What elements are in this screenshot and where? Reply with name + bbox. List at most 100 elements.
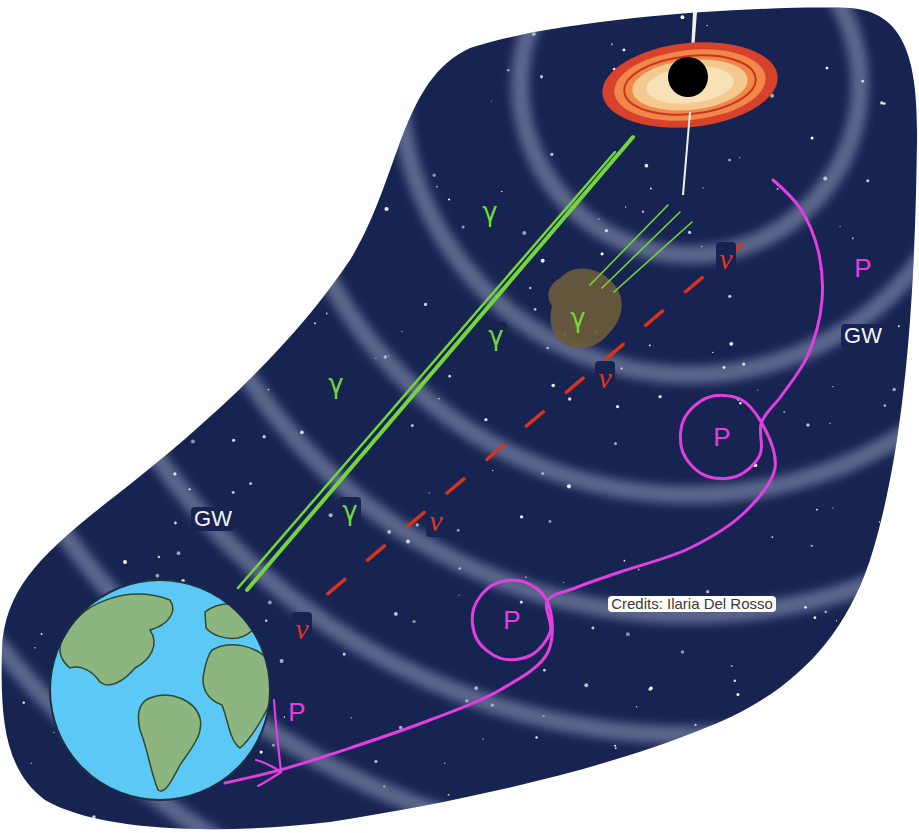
star: [826, 67, 829, 70]
star: [326, 313, 328, 315]
star: [734, 679, 737, 682]
continent: [205, 604, 259, 639]
star: [563, 582, 564, 583]
star: [739, 157, 740, 158]
star: [292, 96, 295, 99]
gamma-label: γ: [567, 304, 588, 333]
star: [896, 659, 899, 662]
star: [123, 560, 127, 564]
star: [38, 335, 40, 337]
star: [56, 270, 59, 273]
star: [53, 732, 54, 733]
star: [540, 75, 543, 78]
star: [280, 659, 284, 663]
star: [268, 601, 272, 605]
star: [4, 313, 6, 315]
star: [424, 62, 428, 66]
star: [14, 224, 16, 226]
star: [462, 226, 465, 229]
star: [80, 436, 83, 439]
neutrino-label: ν: [292, 612, 311, 645]
star: [132, 360, 135, 363]
gamma-label: γ: [485, 322, 506, 351]
star: [424, 303, 427, 306]
star: [204, 20, 208, 24]
star: [174, 522, 177, 525]
star: [158, 556, 161, 559]
star: [783, 411, 785, 413]
gamma-label: γ: [339, 497, 360, 526]
proton-shower: [256, 700, 281, 786]
star: [107, 450, 111, 454]
star: [622, 49, 625, 52]
star: [343, 653, 346, 656]
star: [101, 390, 104, 393]
gamma-ray: [238, 152, 615, 588]
star: [262, 435, 265, 438]
star: [601, 252, 604, 255]
star: [144, 264, 146, 266]
star: [405, 24, 409, 28]
star: [6, 462, 10, 466]
star: [484, 418, 487, 421]
star: [551, 384, 555, 388]
star: [205, 206, 208, 209]
star: [658, 395, 661, 398]
gamma-ray: [602, 212, 680, 288]
star: [729, 342, 733, 346]
star: [489, 3, 493, 7]
star: [549, 20, 551, 22]
star: [549, 520, 552, 523]
star: [491, 101, 492, 102]
star: [507, 69, 509, 71]
star: [525, 577, 526, 578]
star: [64, 112, 66, 114]
star: [706, 590, 709, 593]
star: [889, 784, 893, 788]
wave-front: [160, 0, 919, 615]
star: [88, 108, 90, 110]
star: [76, 309, 77, 310]
star: [520, 515, 523, 518]
proton-label: P: [500, 606, 523, 635]
star: [191, 440, 195, 444]
star: [706, 25, 708, 27]
star: [338, 252, 341, 255]
earth: [50, 580, 272, 800]
star: [204, 357, 206, 359]
star: [12, 35, 16, 39]
star: [712, 352, 713, 353]
continent: [138, 695, 200, 791]
star: [522, 231, 526, 235]
star: [535, 736, 537, 738]
credit-text: Credits: Ilaria Del Rosso: [608, 596, 776, 613]
star: [0, 394, 3, 397]
star: [159, 34, 162, 37]
star: [902, 538, 905, 541]
star: [429, 492, 430, 493]
star: [649, 345, 651, 347]
proton-track: [225, 180, 823, 783]
star: [177, 551, 181, 555]
star: [22, 185, 25, 188]
star: [186, 286, 189, 289]
star: [626, 632, 630, 636]
star: [529, 287, 532, 290]
star: [857, 656, 861, 660]
star: [777, 188, 779, 190]
star: [829, 422, 831, 424]
star: [757, 389, 758, 390]
star: [289, 226, 291, 228]
star: [832, 507, 833, 508]
star: [411, 424, 414, 427]
shower-line: [258, 772, 281, 786]
star: [702, 187, 704, 189]
star: [329, 513, 333, 517]
shower-line: [256, 760, 281, 772]
star: [79, 201, 82, 204]
star: [254, 217, 255, 218]
earth-outline: [50, 580, 270, 800]
star: [543, 669, 546, 672]
